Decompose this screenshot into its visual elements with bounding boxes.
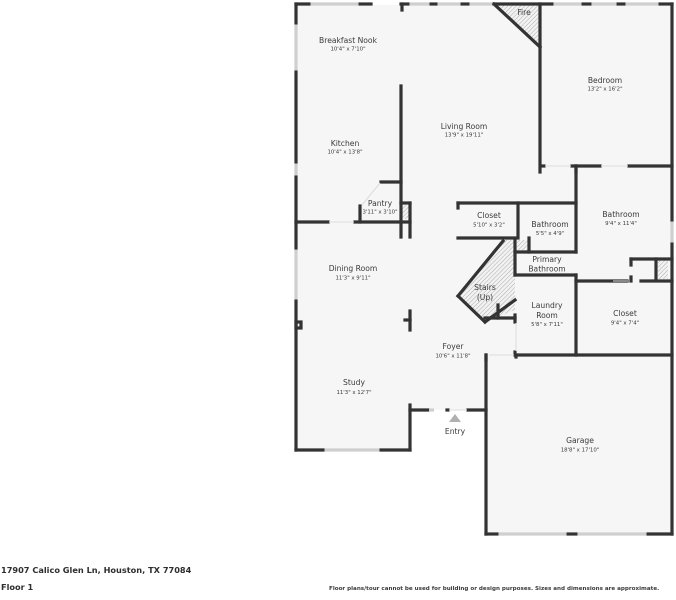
room-name-stairs-1: Stairs xyxy=(474,283,496,292)
room-dim-study: 11'3" x 12'7" xyxy=(336,390,371,396)
room-name-closet-small: Closet xyxy=(477,211,501,220)
room-dim-bathroom-small: 5'5" x 4'9" xyxy=(536,231,564,237)
room-dim-laundry: 5'8" x 7'11" xyxy=(531,322,563,328)
walls xyxy=(294,1,674,536)
room-dim-foyer: 10'6" x 11'8" xyxy=(435,354,470,360)
room-name-fire: Fire xyxy=(517,8,531,17)
room-name-bedroom: Bedroom xyxy=(588,76,622,85)
room-dim-closet-large: 9'4" x 7'4" xyxy=(611,321,639,327)
entry-arrow-icon xyxy=(449,414,461,422)
room-dim-bathroom-large: 9'4" x 11'4" xyxy=(605,221,637,227)
room-name-study: Study xyxy=(343,378,365,387)
room-name-breakfast-nook: Breakfast Nook xyxy=(319,36,378,45)
room-name-dining-room: Dining Room xyxy=(329,264,378,273)
door-openings xyxy=(329,165,628,411)
room-labels: Breakfast Nook 10'4" x 7'10" Kitchen 10'… xyxy=(319,8,640,454)
room-name-garage: Garage xyxy=(566,436,594,445)
room-dim-closet-small: 5'10" x 3'2" xyxy=(473,223,505,229)
room-dim-pantry: 3'11" x 3'10" xyxy=(362,210,397,216)
floor-plan: Breakfast Nook 10'4" x 7'10" Kitchen 10'… xyxy=(294,1,674,536)
windows xyxy=(294,2,674,536)
room-name-pantry: Pantry xyxy=(368,199,393,208)
room-dim-living-room: 13'9" x 19'11" xyxy=(445,133,484,139)
room-name-laundry-2: Room xyxy=(536,311,558,320)
room-dim-dining-room: 11'3" x 9'11" xyxy=(335,276,370,282)
property-address: 17907 Calico Glen Ln, Houston, TX 77084 xyxy=(1,565,192,575)
room-name-primary-bathroom-1: Primary xyxy=(532,255,562,264)
room-dim-kitchen: 10'4" x 13'8" xyxy=(327,150,362,156)
room-name-primary-bathroom-2: Bathroom xyxy=(528,265,565,274)
stairs xyxy=(458,240,515,322)
room-dim-bedroom: 13'2" x 16'2" xyxy=(587,87,622,93)
room-name-laundry-1: Laundry xyxy=(532,301,563,310)
room-name-foyer: Foyer xyxy=(442,342,464,351)
room-name-bathroom-small: Bathroom xyxy=(531,220,568,229)
room-name-closet-large: Closet xyxy=(613,309,637,318)
room-name-kitchen: Kitchen xyxy=(331,139,360,148)
room-dim-garage: 18'8" x 17'10" xyxy=(561,448,600,454)
room-name-bathroom-large: Bathroom xyxy=(602,210,639,219)
floor-label: Floor 1 xyxy=(1,582,34,592)
room-name-stairs-2: (Up) xyxy=(477,293,493,302)
room-dim-breakfast-nook: 10'4" x 7'10" xyxy=(330,47,365,53)
room-name-entry: Entry xyxy=(445,427,466,436)
disclaimer: Floor plans/tour cannot be used for buil… xyxy=(329,586,660,592)
floor-fill xyxy=(296,5,671,533)
room-name-living-room: Living Room xyxy=(441,122,488,131)
